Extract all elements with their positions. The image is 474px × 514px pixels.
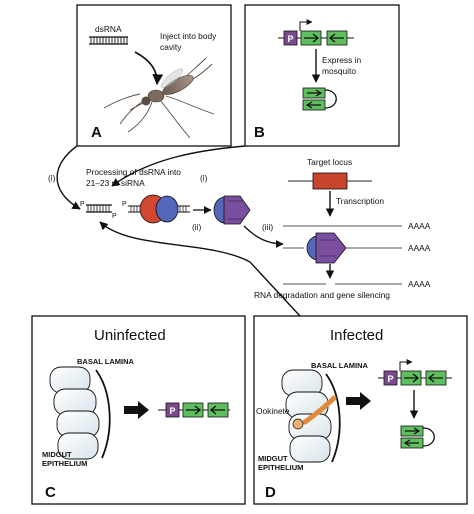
step-iii-label: (iii) bbox=[262, 222, 273, 232]
panel-c-title: Uninfected bbox=[94, 327, 166, 344]
basal-lamina-label-d: BASAL LAMINA bbox=[311, 361, 369, 370]
transgene-construct-b: P bbox=[278, 19, 354, 46]
express-label-line2: mosquito bbox=[322, 66, 356, 76]
dicer-complex-icon: P bbox=[122, 194, 190, 224]
ookinete-label: Ookinete bbox=[256, 406, 290, 416]
ookinete-icon bbox=[292, 395, 337, 430]
hairpin-rna-b bbox=[302, 87, 337, 111]
arrow-from-panel-a bbox=[56, 145, 81, 210]
step-i-left: (i) bbox=[48, 173, 56, 183]
promoter-label-d: P bbox=[388, 374, 394, 384]
svg-text:P: P bbox=[122, 201, 127, 208]
processing-label-line1: Processing of dsRNA into bbox=[86, 167, 181, 177]
promoter-label-b: P bbox=[288, 34, 294, 44]
rnai-pathway: (i) (i) Processing of dsRNA into 21–23 n… bbox=[48, 145, 431, 317]
polya-tail-2: AAAA bbox=[408, 243, 431, 253]
inject-arrow bbox=[134, 51, 164, 86]
transgene-construct-c: P bbox=[158, 402, 230, 418]
basal-lamina-line-c bbox=[95, 369, 111, 459]
panel-a-letter: A bbox=[91, 124, 102, 141]
sirna-p-right: P bbox=[112, 213, 117, 220]
risc-complex-icon bbox=[213, 195, 251, 225]
polya-tail-3: AAAA bbox=[408, 279, 431, 289]
promoter-label-c: P bbox=[170, 406, 176, 416]
midgut-label-d-line1: MIDGUT bbox=[258, 454, 288, 463]
panel-c-letter: C bbox=[45, 484, 56, 501]
dsrna-label: dsRNA bbox=[95, 24, 122, 34]
panel-c: Uninfected BASAL LAMINA MIDGUT EPITHELIU… bbox=[31, 315, 246, 505]
transcription-start-arrow-d bbox=[399, 359, 413, 371]
transgene-construct-d: P bbox=[378, 359, 452, 386]
sirna-duplex-icon: P P bbox=[80, 201, 117, 220]
block-arrow-d bbox=[346, 392, 371, 410]
inject-label-line1: Inject into body bbox=[160, 31, 217, 41]
arrow-from-panel-d bbox=[99, 221, 301, 317]
panel-d-letter: D bbox=[265, 484, 276, 501]
target-locus-box bbox=[312, 172, 348, 190]
transcription-label: Transcription bbox=[336, 196, 384, 206]
basal-lamina-label-c: BASAL LAMINA bbox=[77, 357, 135, 366]
hairpin-rna-d bbox=[400, 425, 435, 449]
target-locus-label: Target locus bbox=[307, 157, 352, 167]
basal-lamina-line-d bbox=[325, 373, 341, 463]
panel-b-letter: B bbox=[254, 124, 265, 141]
polya-tail-1: AAAA bbox=[408, 221, 431, 231]
step-i-right: (i) bbox=[200, 173, 208, 183]
risc-bound-mrna-icon bbox=[306, 232, 347, 264]
dsrna-ladder-icon bbox=[89, 36, 128, 45]
processing-label-line2: 21–23 nt siRNA bbox=[86, 178, 145, 188]
transcription-start-arrow bbox=[299, 19, 313, 31]
express-label-line1: Express in bbox=[322, 55, 361, 65]
sirna-p-left: P bbox=[80, 201, 85, 208]
panel-d: Infected BASAL LAMINA Ookinete MIDGUT EP… bbox=[253, 315, 468, 505]
step-ii-label: (ii) bbox=[192, 222, 202, 232]
inject-label-line2: cavity bbox=[160, 42, 182, 52]
midgut-label-d-line2: EPITHELIUM bbox=[258, 463, 303, 472]
midgut-epithelium-cells-c bbox=[49, 366, 100, 460]
midgut-label-c-line1: MIDGUT bbox=[42, 450, 72, 459]
panel-a: dsRNA Inject into body cavity A bbox=[76, 4, 232, 147]
mosquito-icon bbox=[103, 57, 215, 139]
panel-b: P Express in mosquito B bbox=[244, 4, 400, 147]
degradation-label: RNA degradation and gene silencing bbox=[254, 290, 390, 300]
block-arrow-c bbox=[124, 401, 149, 419]
midgut-label-c-line2: EPITHELIUM bbox=[42, 459, 87, 468]
panel-d-title: Infected bbox=[330, 327, 383, 344]
arrow-step-iii bbox=[243, 225, 284, 248]
arrow-from-panel-b bbox=[111, 145, 246, 187]
